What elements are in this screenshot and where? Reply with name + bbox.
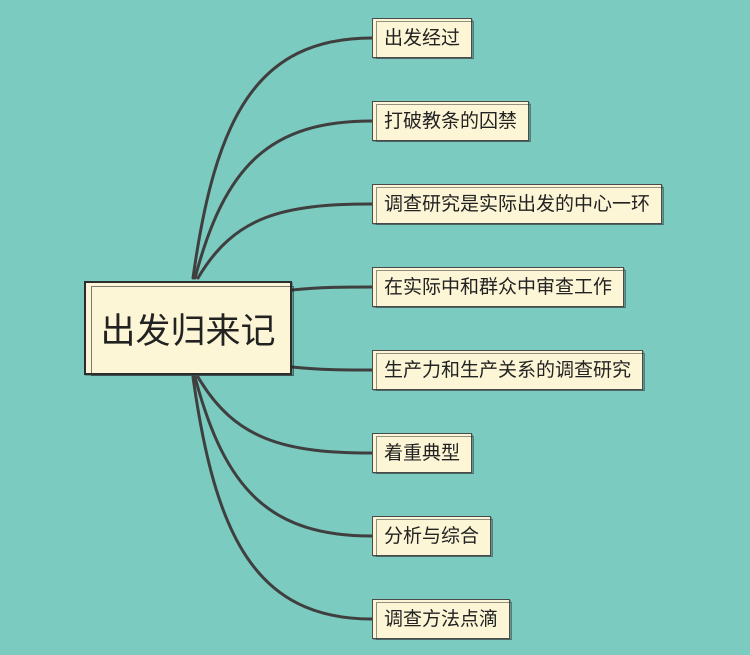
connector-branch-3 <box>196 202 374 280</box>
branch-node-2[interactable]: 打破教条的囚禁 <box>372 101 532 142</box>
connector-branch-6 <box>196 375 374 455</box>
branch-node-label: 调查方法点滴 <box>384 608 499 630</box>
branch-node-5[interactable]: 生产力和生产关系的调查研究 <box>372 350 646 391</box>
branch-node-7[interactable]: 分析与综合 <box>372 516 494 557</box>
branch-node-label: 着重典型 <box>384 442 461 464</box>
branch-node-3[interactable]: 调查研究是实际出发的中心一环 <box>372 184 665 225</box>
connector-branch-8 <box>191 375 374 621</box>
root-node[interactable]: 出发归来记 <box>84 281 294 376</box>
branch-node-label: 生产力和生产关系的调查研究 <box>384 359 632 381</box>
connector-branch-2 <box>193 119 374 280</box>
branch-node-6[interactable]: 着重典型 <box>372 433 475 474</box>
branch-node-label: 在实际中和群众中审查工作 <box>384 276 613 298</box>
root-node-label: 出发归来记 <box>100 311 276 352</box>
branch-node-label: 调查研究是实际出发的中心一环 <box>384 193 651 215</box>
branch-node-label: 出发经过 <box>384 27 461 49</box>
connector-branch-1 <box>191 36 374 280</box>
branch-node-label: 打破教条的囚禁 <box>384 110 518 132</box>
branch-node-4[interactable]: 在实际中和群众中审查工作 <box>372 267 627 308</box>
connector-lines <box>191 36 374 621</box>
branch-node-label: 分析与综合 <box>384 525 480 547</box>
connector-branch-4 <box>290 285 374 292</box>
branch-node-1[interactable]: 出发经过 <box>372 18 475 59</box>
connector-branch-5 <box>290 365 374 372</box>
branch-node-8[interactable]: 调查方法点滴 <box>372 599 513 640</box>
connector-branch-7 <box>193 375 374 538</box>
